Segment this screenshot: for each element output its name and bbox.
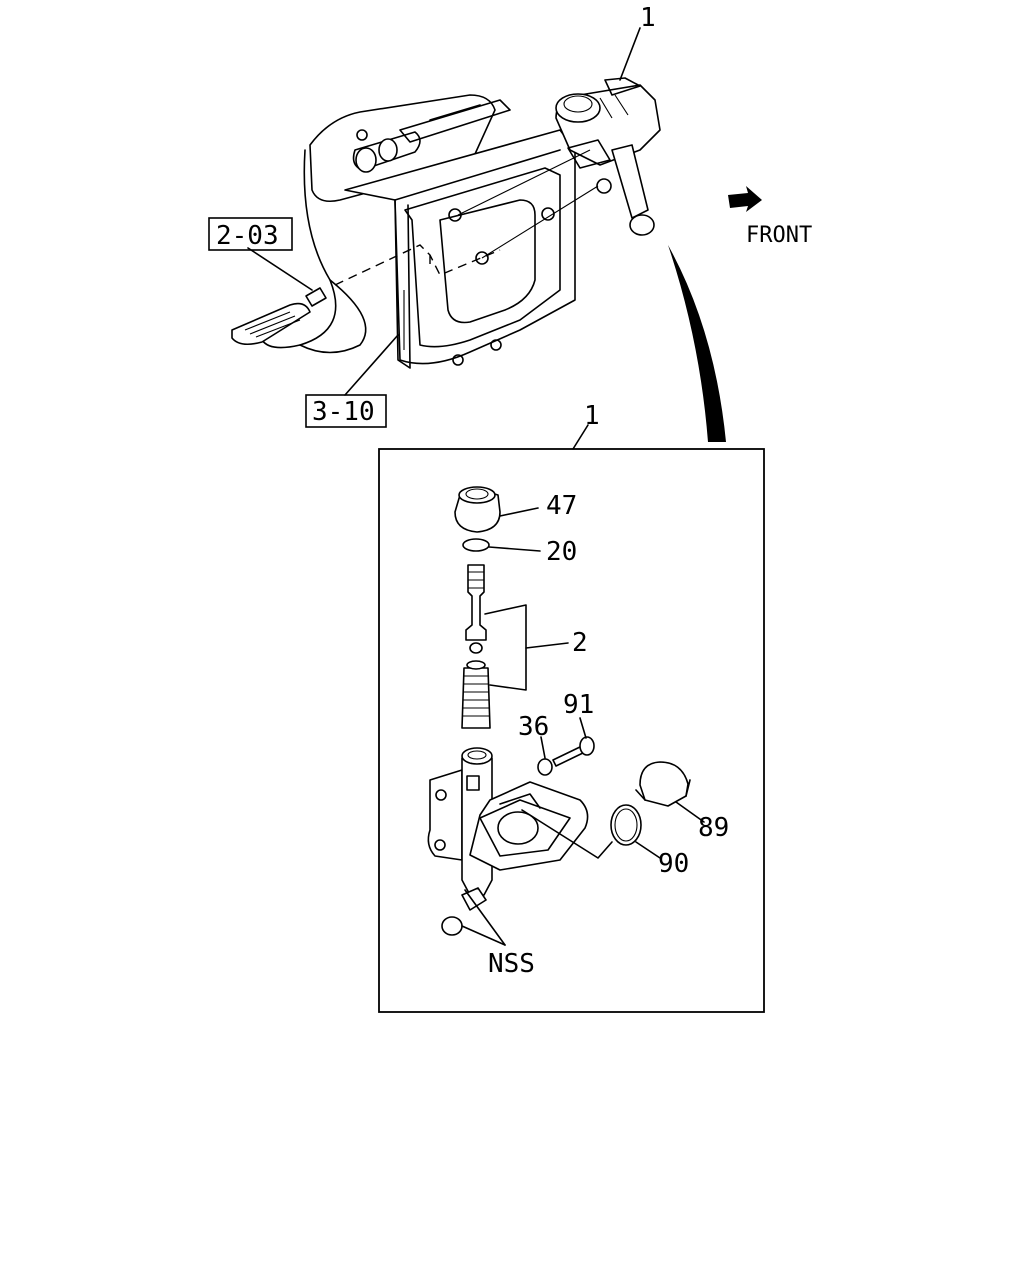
ref-box-3-10: [305, 394, 387, 428]
part-20-ring: [462, 538, 541, 552]
label-part-47: 47: [546, 491, 577, 521]
label-ref-3-10: 3-10: [312, 397, 375, 427]
top-leaders: [247, 27, 762, 442]
label-part-1-box: 1: [584, 401, 600, 431]
label-ref-2-03: 2-03: [216, 221, 279, 251]
label-part-91: 91: [563, 690, 594, 720]
label-part-36: 36: [518, 712, 549, 742]
label-part-20: 20: [546, 537, 577, 567]
part-36-91-bolt: [537, 717, 595, 776]
label-part-1-top: 1: [640, 3, 656, 33]
part-47-boot: [454, 486, 539, 533]
ref-box-2-03: [208, 217, 293, 251]
label-part-2: 2: [572, 628, 588, 658]
exploded-view-frame: [378, 448, 765, 1013]
box-leader-1: [572, 424, 589, 450]
label-front: FRONT: [746, 223, 812, 248]
master-cylinder-top: [457, 77, 661, 259]
callout-labels: 1 2-03 3-10 FRONT 1 47 20 2 91 36 89 90 …: [216, 3, 812, 979]
part-2-piston-spring: [461, 564, 569, 729]
label-nss: NSS: [488, 949, 535, 979]
part-90-oring: [610, 804, 661, 859]
pedal-bracket-assembly: [231, 94, 576, 369]
label-part-89: 89: [698, 813, 729, 843]
label-part-90: 90: [658, 849, 689, 879]
part-89-cap: [635, 761, 705, 823]
reservoir-body: [427, 747, 613, 946]
